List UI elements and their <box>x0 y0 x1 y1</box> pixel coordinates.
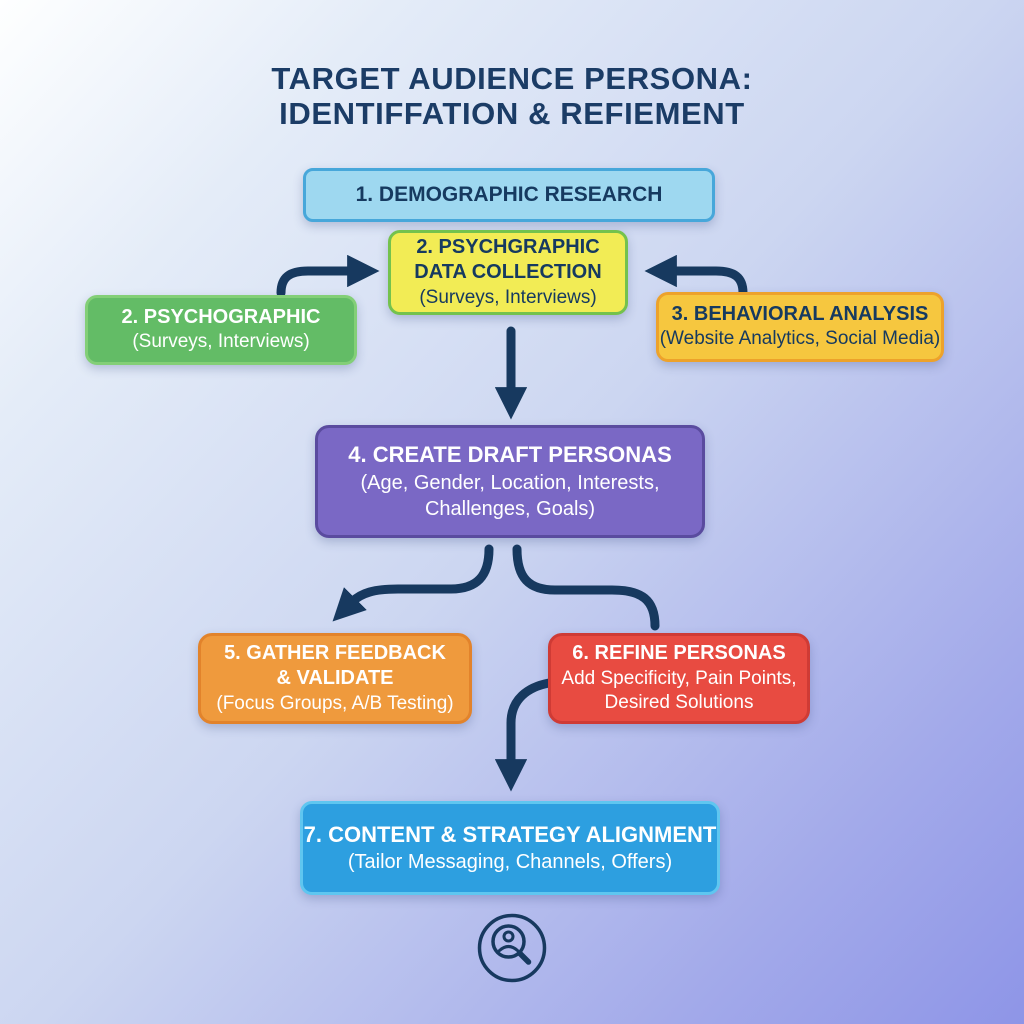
node-subtitle-line2: Challenges, Goals) <box>424 497 596 520</box>
page-title-line2: IDENTIFFATION & REFIEMENT <box>279 96 745 132</box>
arrow-personas-to-refine <box>512 544 660 631</box>
node-subtitle: (Surveys, Interviews) <box>419 286 597 308</box>
node-subtitle: (Tailor Messaging, Channels, Offers) <box>347 851 673 874</box>
page-title-line1: TARGET AUDIENCE PERSONA: <box>271 61 753 96</box>
node-subtitle: (Surveys, Interviews) <box>132 331 310 353</box>
node-title: 2. PSYCHGRAPHIC <box>416 235 600 258</box>
node-subtitle-line1: (Age, Gender, Location, Interests, <box>360 471 660 494</box>
node-title: 7. CONTENT & STRATEGY ALIGNMENT <box>303 821 717 847</box>
node-title-line2: & VALIDATE <box>276 667 394 690</box>
node-demographic-research: 1. DEMOGRAPHIC RESEARCH <box>303 168 715 222</box>
arrow-psychographic-to-collection <box>276 254 380 298</box>
node-title: 3. BEHAVIORAL ANALYSIS <box>671 302 929 325</box>
node-title: 1. DEMOGRAPHIC RESEARCH <box>355 182 663 206</box>
node-create-draft-personas: 4. CREATE DRAFT PERSONAS (Age, Gender, L… <box>315 425 705 538</box>
node-content-strategy-alignment: 7. CONTENT & STRATEGY ALIGNMENT (Tailor … <box>300 801 720 895</box>
node-subtitle-line2: Desired Solutions <box>604 692 754 714</box>
node-gather-feedback-validate: 5. GATHER FEEDBACK & VALIDATE (Focus Gro… <box>198 633 472 724</box>
person-search-icon <box>477 913 547 983</box>
node-title: 5. GATHER FEEDBACK <box>224 641 446 664</box>
arrow-personas-to-feedback <box>332 544 494 622</box>
node-title: 6. REFINE PERSONAS <box>572 642 786 665</box>
node-subtitle: (Focus Groups, A/B Testing) <box>216 692 454 714</box>
node-title: 4. CREATE DRAFT PERSONAS <box>348 442 672 468</box>
node-psychographic-data-collection: 2. PSYCHGRAPHIC DATA COLLECTION (Surveys… <box>388 230 628 315</box>
arrow-refine-to-content <box>494 678 554 792</box>
node-psychographic: 2. PSYCHOGRAPHIC (Surveys, Interviews) <box>85 295 357 365</box>
node-subtitle-line1: Add Specificity, Pain Points, <box>561 667 797 689</box>
arrow-behavioral-to-collection <box>644 254 748 298</box>
node-behavioral-analysis: 3. BEHAVIORAL ANALYSIS (Website Analytic… <box>656 292 944 362</box>
node-title: 2. PSYCHOGRAPHIC <box>121 305 321 328</box>
node-title-line2: DATA COLLECTION <box>414 261 602 284</box>
page-title: TARGET AUDIENCE PERSONA: IDENTIFFATION &… <box>0 61 1024 132</box>
node-refine-personas: 6. REFINE PERSONAS Add Specificity, Pain… <box>548 633 810 724</box>
node-subtitle: (Website Analytics, Social Media) <box>659 328 941 350</box>
